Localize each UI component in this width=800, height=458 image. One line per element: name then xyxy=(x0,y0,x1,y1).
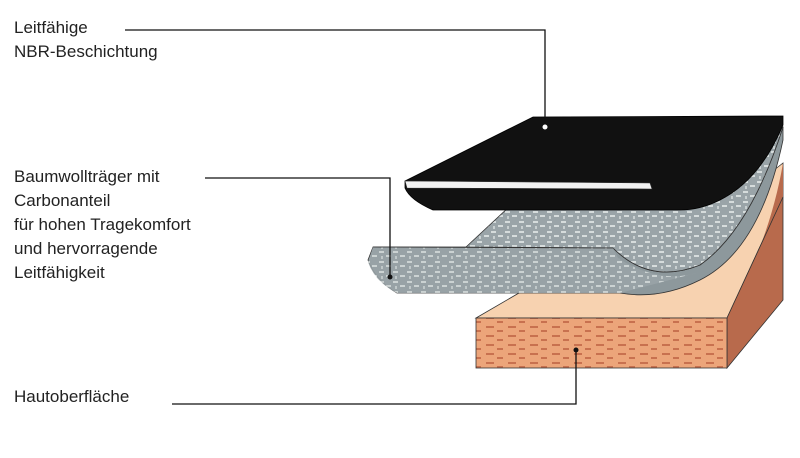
skin-marker xyxy=(573,347,579,353)
skin-label: Hautoberfläche xyxy=(14,387,130,406)
coating-marker xyxy=(542,124,548,130)
coating-layer xyxy=(404,115,784,211)
carrier-label: Baumwollträger mit Carbonanteil für hohe… xyxy=(14,167,191,282)
coating-label: Leitfähige NBR-Beschichtung xyxy=(14,18,158,61)
leader-lines xyxy=(125,29,577,405)
carrier-marker xyxy=(387,274,393,280)
